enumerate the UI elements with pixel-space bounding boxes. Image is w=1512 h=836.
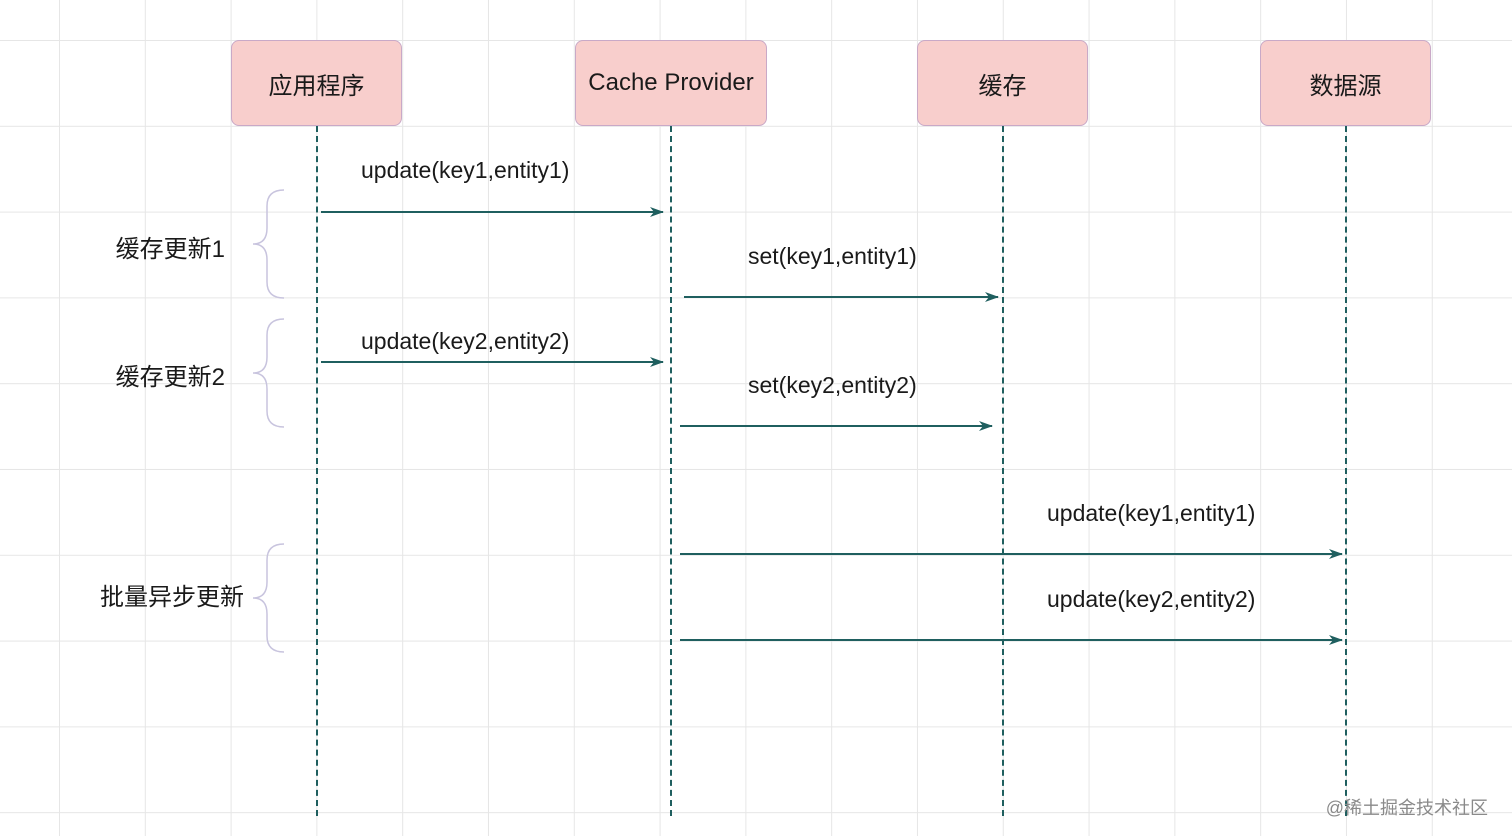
lifeline-cache — [1002, 126, 1004, 816]
message-label-4: set(key2,entity2) — [748, 372, 917, 398]
message-label-2: set(key1,entity1) — [748, 243, 917, 269]
group-label-3: 批量异步更新 — [100, 584, 244, 611]
group-label-1: 缓存更新1 — [115, 236, 225, 263]
participant-cache-provider[interactable]: Cache Provider — [575, 40, 767, 126]
participant-cache[interactable]: 缓存 — [917, 40, 1088, 126]
lifeline-cache-provider — [670, 126, 672, 816]
group-brace-3 — [252, 543, 285, 653]
group-brace-1 — [252, 189, 285, 299]
group-brace-2 — [252, 318, 285, 428]
message-label-1: update(key1,entity1) — [361, 157, 570, 183]
watermark: @稀土掘金技术社区 — [1325, 798, 1488, 818]
participant-datasource[interactable]: 数据源 — [1260, 40, 1431, 126]
message-label-5: update(key1,entity1) — [1047, 500, 1256, 526]
lifeline-app — [316, 126, 318, 816]
participant-app[interactable]: 应用程序 — [231, 40, 402, 126]
group-label-2: 缓存更新2 — [115, 364, 225, 391]
lifeline-datasource — [1345, 126, 1347, 816]
message-label-3: update(key2,entity2) — [361, 328, 570, 354]
message-label-6: update(key2,entity2) — [1047, 586, 1256, 612]
